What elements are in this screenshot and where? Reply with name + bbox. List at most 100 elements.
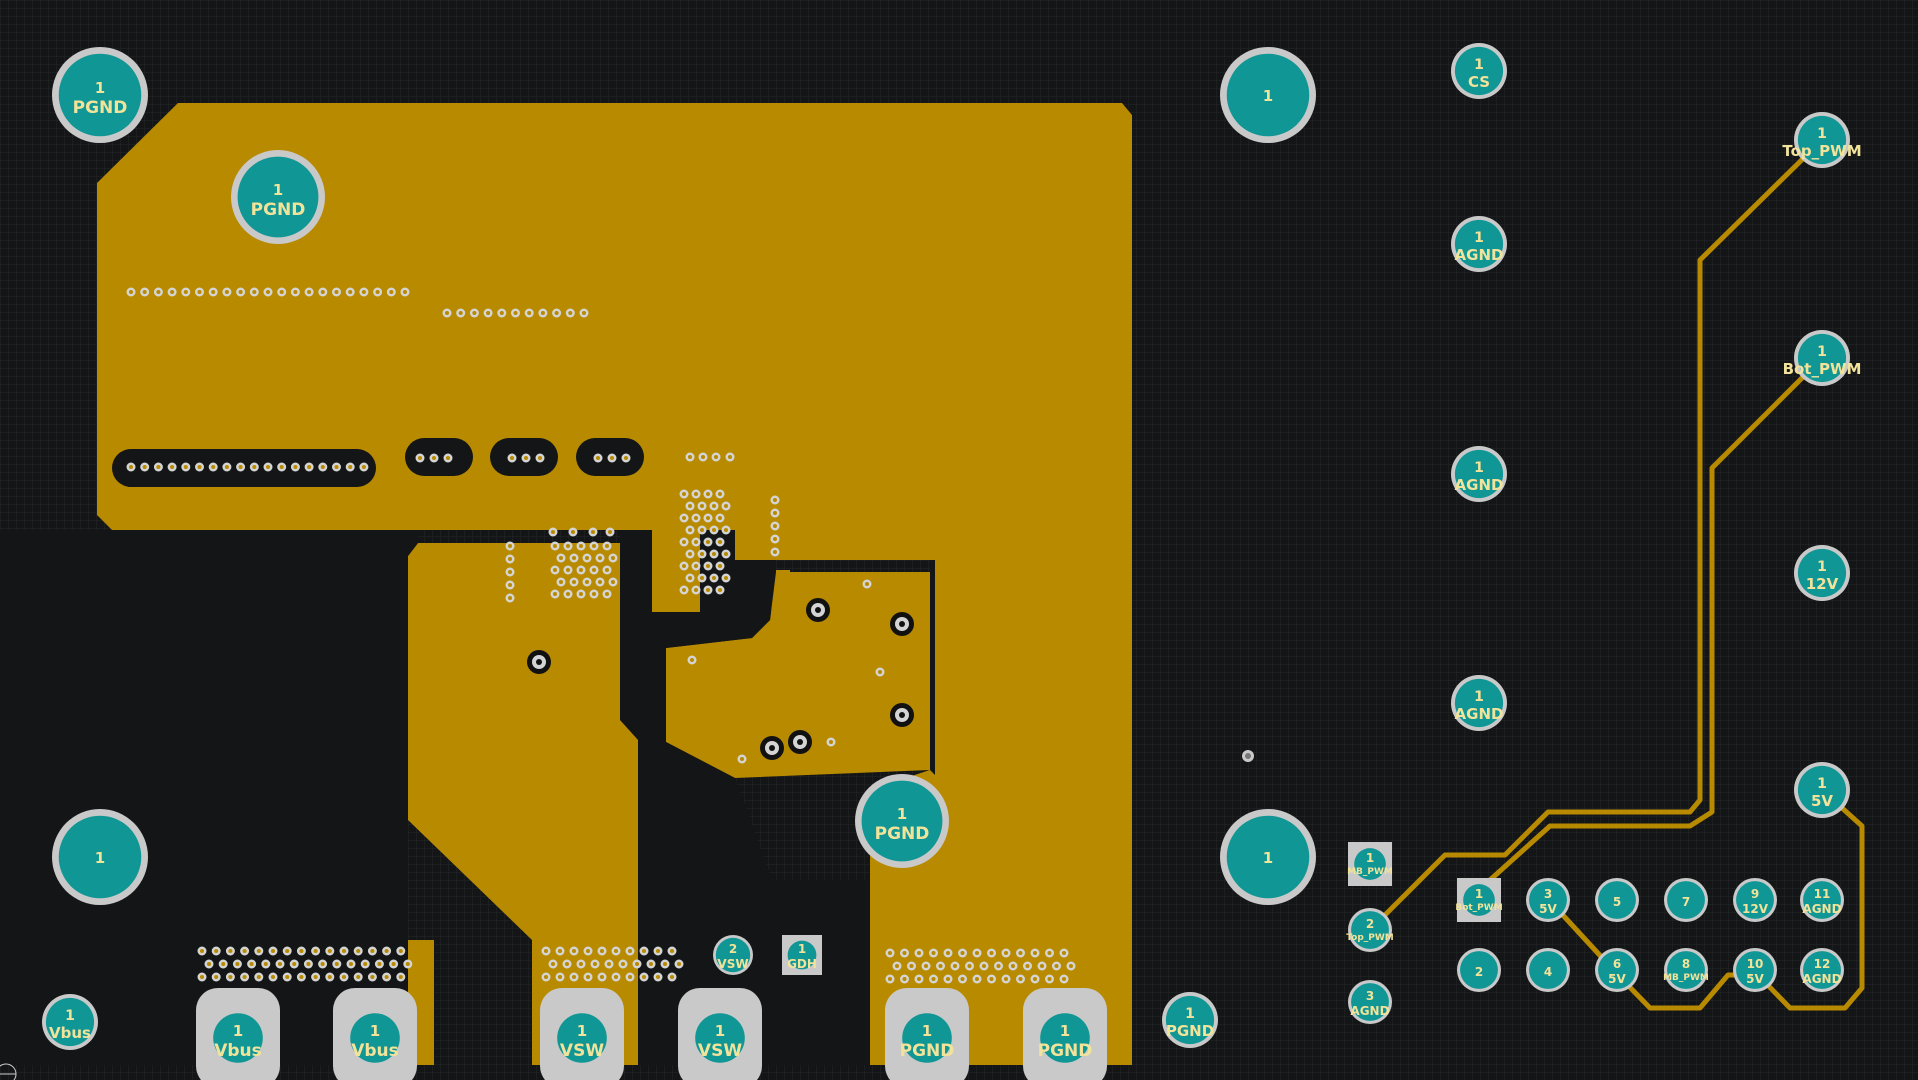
pad-net-label: 5V [1811,792,1833,810]
via-hole [334,464,339,470]
via-hole [634,961,640,967]
via-hole [293,289,298,295]
via-hole [693,563,699,569]
via-hole [564,961,570,967]
via-hole [772,497,778,503]
via-hole [279,289,284,295]
via-hole [613,974,619,980]
pad-mount-16[interactable] [1242,750,1254,762]
via-hole [270,948,276,954]
via-hole [523,455,529,461]
via-hole [557,948,563,954]
via-hole [293,464,298,470]
via-hole [909,963,914,969]
pad-number: 1 [1263,87,1273,105]
pad-number: 1 [1366,851,1374,865]
trace-bot-pwm [1488,356,1824,882]
pad-cs-17[interactable]: 1CS [1451,43,1507,99]
via-hole [558,555,564,561]
via-hole [235,961,240,967]
via-hole [606,961,612,967]
via-large-hole [536,659,542,665]
via-hole [967,963,972,969]
trace-top-pwm [1368,138,1824,932]
via-hole [199,948,205,954]
via-hole [916,950,922,956]
via-hole [669,948,675,954]
pad-net-label: 12V [1742,902,1769,916]
pad-mount-34[interactable]: 2 [1457,948,1501,992]
pad-5v-24[interactable]: 15V [1794,762,1850,818]
via-hole [211,464,216,470]
via-hole [370,974,375,980]
via-hole [902,976,907,982]
pad-5v-29[interactable]: 35V [1526,878,1570,922]
via-hole [711,503,717,509]
via-hole [627,974,633,980]
via-hole [620,961,626,967]
via-hole [662,961,668,967]
via-hole [887,950,893,956]
via-hole [681,515,687,521]
via-hole [713,454,719,460]
pad-mount-2[interactable]: 1 [1220,47,1316,143]
via-hole [550,961,556,967]
pad-copper [1736,881,1774,919]
pad-mount-3[interactable]: 1 [52,809,148,905]
via-hole [199,974,205,980]
pad-mount-35[interactable]: 4 [1526,948,1570,992]
via-hole [1018,950,1023,956]
via-hole [676,961,682,967]
via-hole [292,961,297,967]
via-hole [623,455,629,461]
pad-mb-pwm-37[interactable]: 8MB_PWM [1663,948,1709,992]
via-hole [299,948,304,954]
pad-number: 1 [1817,344,1827,360]
pad-net-label: VSW [560,1041,604,1061]
via-hole [717,563,723,569]
pad-net-label: 5V [1608,972,1626,986]
pad-5v-36[interactable]: 65V [1595,948,1639,992]
pad-mb-pwm-25[interactable]: 1MB_PWM [1347,842,1393,886]
via-hole [375,289,380,295]
via-hole [931,976,936,982]
pad-mount-30[interactable]: 5 [1595,878,1639,922]
via-hole [313,948,318,954]
pad-mount-4[interactable]: 1 [1220,809,1316,905]
via-hole [543,974,549,980]
pad-number: 3 [1366,989,1374,1003]
via-hole [610,579,616,585]
via-hole [828,739,834,745]
via-hole [578,543,584,549]
via-hole [334,289,339,295]
via-large-hole [899,712,905,718]
pad-net-label: PGND [251,200,306,220]
pad-mount-31[interactable]: 7 [1664,878,1708,922]
